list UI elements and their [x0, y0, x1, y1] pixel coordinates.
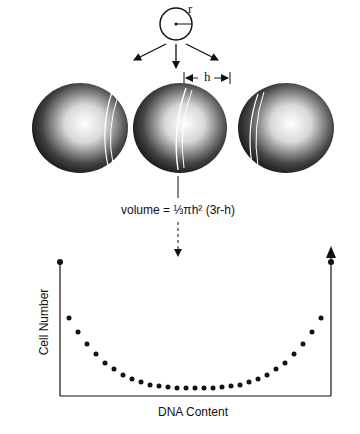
axis-title: Cell Number: [37, 289, 51, 356]
volume-formula: volume = ⅓πh² (3r-h): [121, 203, 235, 217]
height-label: h: [202, 70, 213, 84]
axis-title: DNA Content: [158, 405, 228, 419]
radius-label: r: [188, 2, 192, 16]
